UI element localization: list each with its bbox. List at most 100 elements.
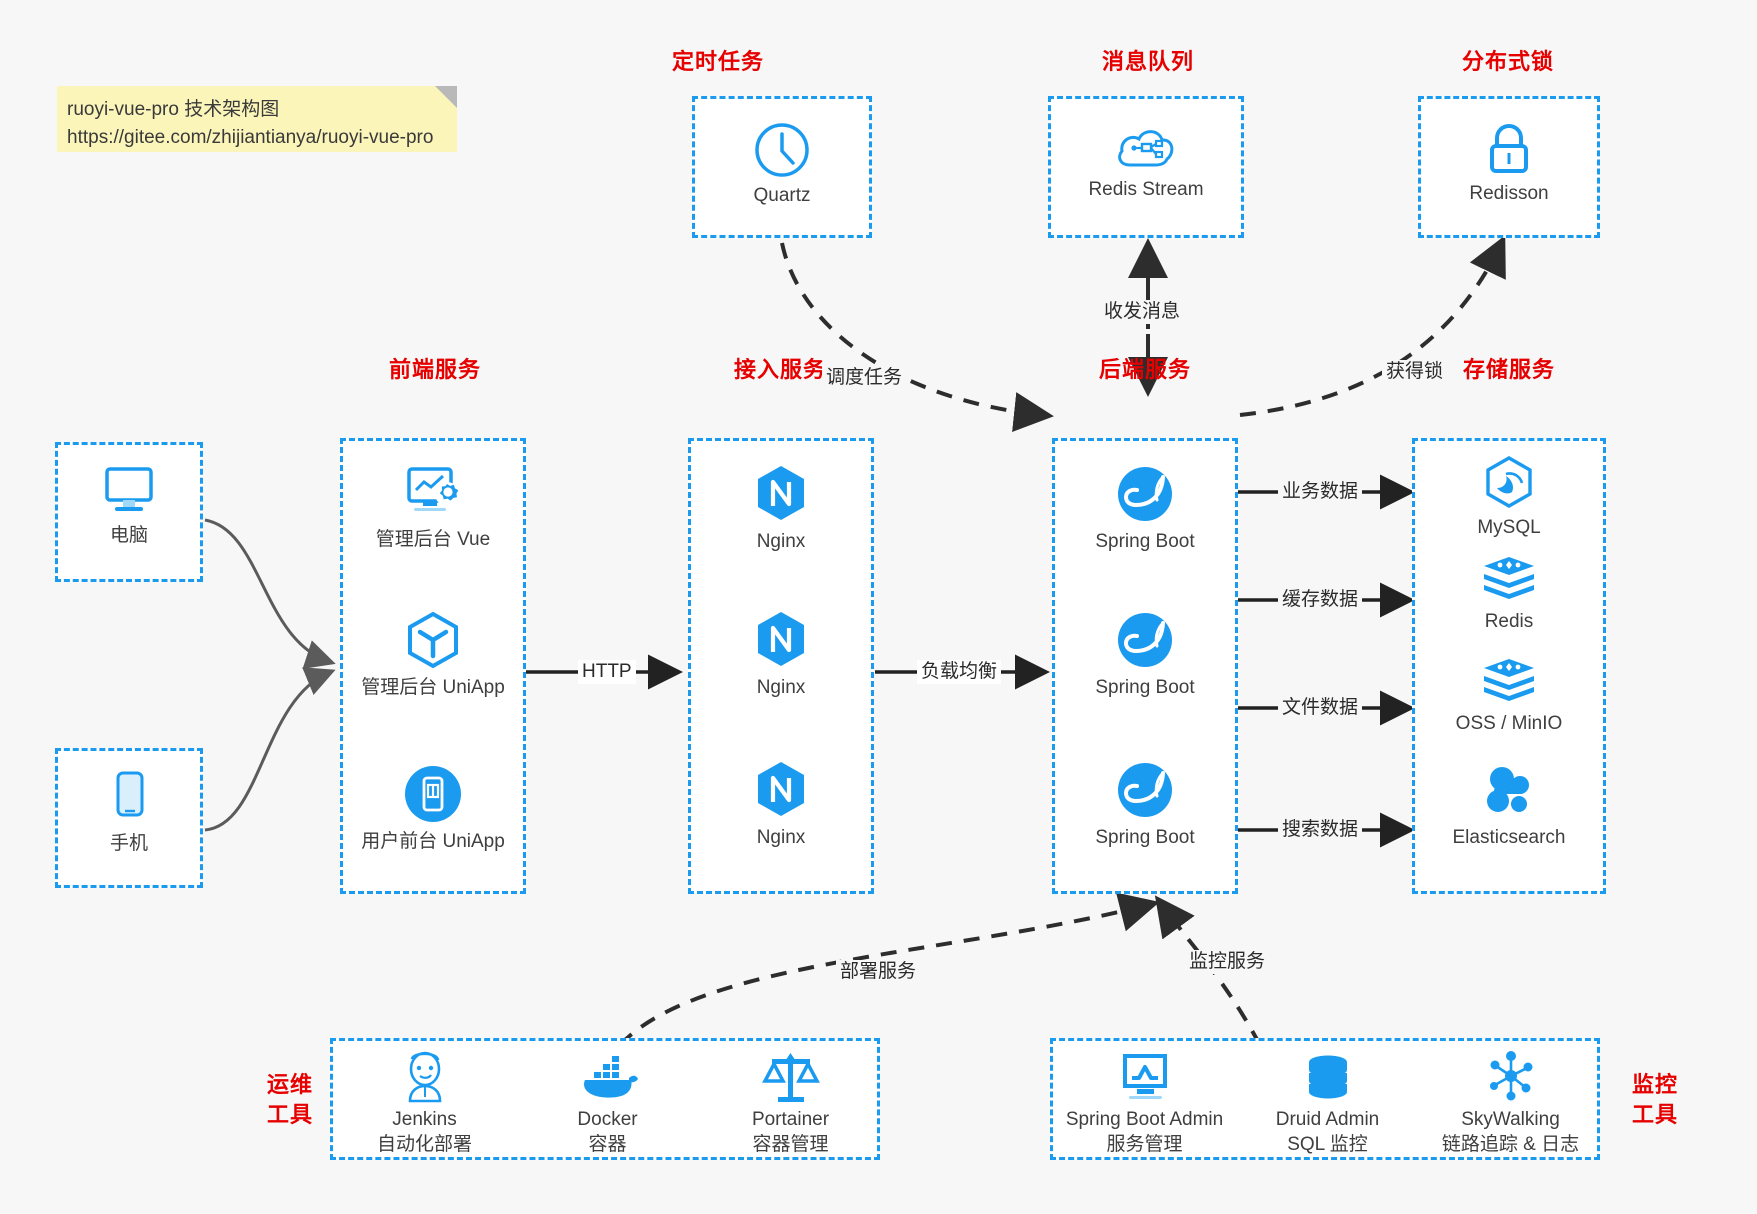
edge-label-monitor-service: 监控服务 [1185,950,1270,974]
node-label: 电脑 [109,525,148,546]
group-box-mq[interactable]: Redis Stream [1048,96,1244,238]
node-label: Elasticsearch [1452,827,1566,848]
group-title-lock: 分布式锁 [1461,49,1554,74]
nginx-icon [758,762,804,816]
group-title-mq: 消息队列 [1101,49,1194,74]
node-redisson[interactable]: Redisson [1421,121,1597,206]
node-jenkins[interactable]: Jenkins 自动化部署 [333,1049,516,1157]
mobile-app-icon [405,766,461,822]
node-label: Druid Admin [1275,1109,1380,1130]
group-box-lock[interactable]: Redisson [1418,96,1600,238]
node-nginx-3[interactable]: Nginx [691,759,871,850]
node-label: Redis Stream [1088,179,1204,200]
edge-label-deploy-service: 部署服务 [836,960,921,984]
node-sublabel: 容器 [588,1134,627,1155]
node-label: SkyWalking [1461,1109,1560,1130]
client-box-phone[interactable]: 手机 [55,748,203,888]
group-title-backend: 后端服务 [1098,357,1191,382]
mysql-icon [1486,456,1532,508]
node-sublabel: 容器管理 [752,1134,829,1155]
database-icon [1308,1055,1347,1099]
node-label: Portainer [751,1109,830,1130]
oss-icon [1484,659,1534,701]
node-sublabel: 自动化部署 [376,1134,472,1155]
group-title-devops-line2: 工具 [266,1102,313,1127]
node-mysql[interactable]: MySQL [1415,455,1603,540]
scales-icon [761,1053,820,1102]
node-label: 手机 [109,833,148,854]
node-oss-minio[interactable]: OSS / MinIO [1415,655,1603,736]
node-user-uniapp[interactable]: 用户前台 UniApp [343,763,523,854]
node-spring-boot-admin[interactable]: Spring Boot Admin 服务管理 [1053,1051,1236,1157]
node-springboot-2[interactable]: Spring Boot [1055,609,1235,700]
node-label: MySQL [1477,517,1541,538]
group-title-devops-line1: 运维 [266,1072,313,1097]
group-box-scheduler[interactable]: Quartz [692,96,872,238]
node-redis[interactable]: Redis [1415,553,1603,634]
client-box-desktop[interactable]: 电脑 [55,442,203,582]
group-box-frontend[interactable]: 管理后台 Vue 管理后台 UniApp 用户前台 UniApp [340,438,526,894]
edge-label-load-balance: 负载均衡 [917,660,1002,684]
edge-label-schedule-task: 调度任务 [822,366,907,390]
group-title-scheduler: 定时任务 [671,49,764,74]
node-label: Spring Boot [1095,531,1195,552]
group-title-monitor-line1: 监控 [1631,1072,1678,1097]
group-box-monitor[interactable]: Spring Boot Admin 服务管理 Druid Admin SQL 监… [1050,1038,1600,1160]
elasticsearch-icon [1487,767,1529,812]
node-druid-admin[interactable]: Druid Admin SQL 监控 [1236,1053,1419,1157]
node-springboot-3[interactable]: Spring Boot [1055,759,1235,850]
node-springboot-1[interactable]: Spring Boot [1055,463,1235,554]
group-title-frontend: 前端服务 [388,357,481,382]
redis-icon [1484,557,1534,599]
node-quartz[interactable]: Quartz [695,121,869,208]
node-docker[interactable]: Docker 容器 [516,1053,699,1157]
dashboard-icon [407,467,459,511]
node-redis-stream[interactable]: Redis Stream [1051,123,1241,202]
skywalking-icon [1489,1051,1532,1101]
node-label: Quartz [753,185,811,206]
node-label: Nginx [756,677,806,698]
edge-label-file-data: 文件数据 [1278,696,1363,720]
clock-icon [755,123,809,177]
group-box-devops[interactable]: Jenkins 自动化部署 Docker 容器 [330,1038,880,1160]
group-title-devops: 运维 工具 [255,1070,325,1130]
node-label: Spring Boot Admin [1065,1109,1224,1130]
jenkins-icon [408,1051,441,1103]
edge-label-biz-data: 业务数据 [1278,480,1363,504]
node-desktop[interactable]: 电脑 [58,463,200,548]
group-box-gateway[interactable]: Nginx Nginx Nginx [688,438,874,894]
group-box-backend[interactable]: Spring Boot Spring Boot Spring Boot [1052,438,1238,894]
node-label: Nginx [756,531,806,552]
note-fold-icon [435,86,457,108]
node-label: Spring Boot [1095,677,1195,698]
node-nginx-1[interactable]: Nginx [691,463,871,554]
monitor-screen-icon [1122,1054,1167,1099]
node-label: Jenkins [392,1109,457,1130]
node-phone[interactable]: 手机 [58,769,200,856]
cloud-stream-icon [1118,130,1174,167]
node-nginx-2[interactable]: Nginx [691,609,871,700]
node-admin-uniapp[interactable]: 管理后台 UniApp [343,609,523,700]
node-label: OSS / MinIO [1455,713,1563,734]
group-title-gateway: 接入服务 [733,357,826,382]
node-portainer[interactable]: Portainer 容器管理 [699,1051,882,1157]
desktop-icon [105,467,153,511]
node-elasticsearch[interactable]: Elasticsearch [1415,763,1603,850]
node-skywalking[interactable]: SkyWalking 链路追踪 & 日志 [1419,1049,1602,1157]
note-title: ruoyi-vue-pro 技术架构图 [67,99,280,120]
edge-label-search-data: 搜索数据 [1278,818,1363,842]
node-admin-vue[interactable]: 管理后台 Vue [343,463,523,552]
cube-icon [408,611,458,669]
spring-icon [1118,467,1172,521]
node-sublabel: 链路追踪 & 日志 [1441,1134,1580,1155]
group-title-monitor: 监控 工具 [1620,1070,1690,1130]
group-box-storage[interactable]: MySQL Redis OSS / MinIO [1412,438,1606,894]
spring-icon [1118,613,1172,667]
edge-label-http: HTTP [578,660,636,684]
edge-label-mq-message: 收发消息 [1100,300,1185,324]
group-title-storage: 存储服务 [1462,357,1555,382]
nginx-icon [758,612,804,666]
docker-icon [583,1056,638,1098]
node-label: Redisson [1469,183,1549,204]
